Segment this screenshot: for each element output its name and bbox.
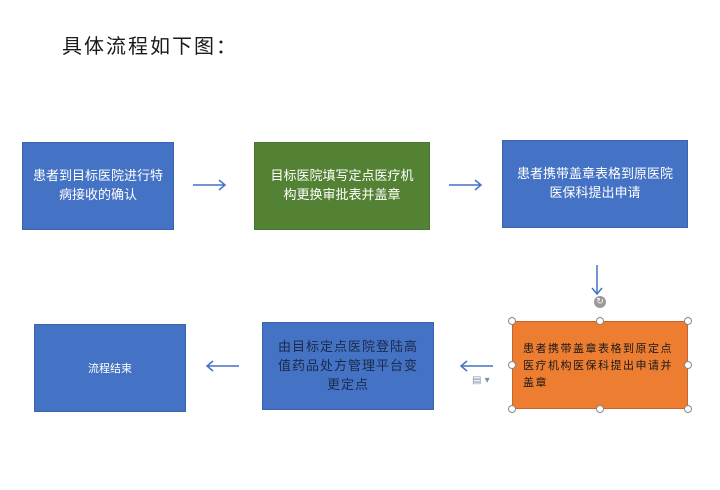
resize-handle-bottom[interactable] — [596, 405, 604, 413]
resize-handle-left[interactable] — [508, 361, 516, 369]
resize-handle-bottom-left[interactable] — [508, 405, 516, 413]
step-3-box: 患者携带盖章表格到原医院医保科提出申请 — [502, 140, 688, 228]
step-6-box: 流程结束 — [34, 324, 186, 412]
step-5-box: 由目标定点医院登陆高值药品处方管理平台变更定点 — [262, 322, 434, 410]
arrow-5-to-6 — [205, 360, 239, 372]
rotate-handle-icon[interactable]: ↻ — [594, 296, 606, 308]
page-heading: 具体流程如下图： — [62, 34, 238, 58]
resize-handle-top-right[interactable] — [684, 317, 692, 325]
paste-options-icon[interactable]: ▤ ▾ — [472, 375, 490, 386]
step-4-label: 患者携带盖章表格到原定点医疗机构医保科提出申请并盖章 — [523, 341, 673, 389]
arrow-1-to-2 — [193, 179, 227, 191]
step-6-label: 流程结束 — [88, 361, 132, 375]
resize-handle-top-left[interactable] — [508, 317, 516, 325]
step-1-label: 患者到目标医院进行特病接收的确认 — [33, 169, 164, 203]
step-3-label: 患者携带盖章表格到原医院医保科提出申请 — [516, 167, 673, 201]
resize-handle-top[interactable] — [596, 317, 604, 325]
resize-handle-bottom-right[interactable] — [684, 405, 692, 413]
resize-handle-right[interactable] — [684, 361, 692, 369]
step-2-label: 目标医院填写定点医疗机构更换审批表并盖章 — [270, 169, 414, 203]
arrow-4-to-5 — [459, 360, 493, 372]
step-5-label: 由目标定点医院登陆高值药品处方管理平台变更定点 — [277, 339, 418, 393]
step-2-box: 目标医院填写定点医疗机构更换审批表并盖章 — [254, 142, 430, 230]
arrow-3-to-4 — [591, 265, 603, 296]
step-4-box[interactable]: 患者携带盖章表格到原定点医疗机构医保科提出申请并盖章 — [512, 321, 688, 409]
step-1-box: 患者到目标医院进行特病接收的确认 — [22, 142, 174, 230]
arrow-2-to-3 — [449, 179, 483, 191]
